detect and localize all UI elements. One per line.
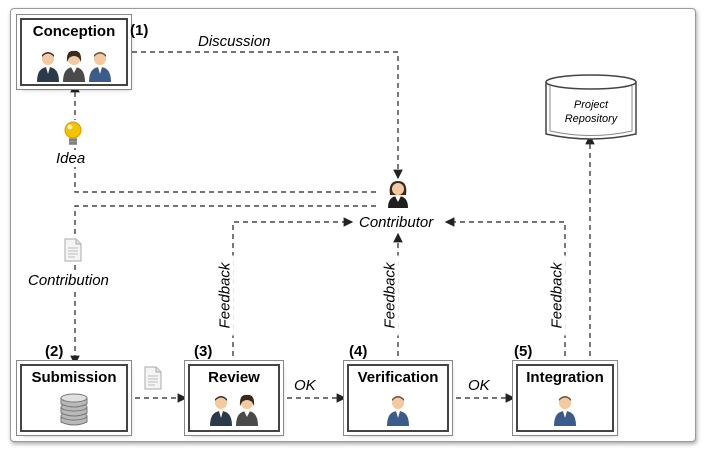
contributor-label: Contributor bbox=[357, 214, 436, 231]
repository-cylinder-icon bbox=[545, 74, 637, 140]
male-person-icon bbox=[387, 396, 409, 426]
feedback-integration-label: Feedback bbox=[548, 255, 566, 336]
male-person-icon bbox=[554, 396, 576, 426]
submission-title: Submission bbox=[31, 369, 117, 386]
repository-label: Project Repository bbox=[555, 98, 627, 126]
conception-node: Conception bbox=[20, 18, 128, 86]
feedback-verification-label: Feedback bbox=[381, 255, 399, 336]
review-number: (3) bbox=[194, 343, 213, 360]
ok-verification-integration-label: OK bbox=[468, 377, 490, 394]
conception-number: (1) bbox=[130, 22, 149, 39]
discussion-label: Discussion bbox=[198, 33, 271, 50]
conception-title: Conception bbox=[32, 23, 116, 40]
repository-line1: Project bbox=[573, 99, 609, 111]
people-group-icon bbox=[37, 50, 111, 82]
lightbulb-icon bbox=[63, 120, 83, 148]
submission-node: Submission bbox=[20, 364, 128, 432]
contribution-arrow bbox=[70, 205, 376, 366]
female-person-icon bbox=[386, 180, 410, 208]
review-title: Review bbox=[208, 369, 260, 386]
submission-number: (2) bbox=[45, 343, 64, 360]
feedback-integration-arrow bbox=[444, 217, 566, 365]
verification-title: Veriﬁcation bbox=[357, 369, 439, 386]
contribution-label: Contribution bbox=[28, 272, 109, 289]
review-node: Review bbox=[188, 364, 280, 432]
idea-arrow bbox=[70, 82, 376, 193]
verification-node: Veriﬁcation bbox=[347, 364, 449, 432]
integration-node: Integration bbox=[516, 364, 614, 432]
discussion-arrow bbox=[132, 51, 403, 180]
feedback-review-arrow bbox=[232, 217, 354, 365]
integration-title: Integration bbox=[526, 369, 604, 386]
verification-number: (4) bbox=[349, 343, 368, 360]
feedback-review-label: Feedback bbox=[216, 255, 234, 336]
people-group-icon bbox=[210, 394, 258, 426]
repository-line2: Repository bbox=[564, 113, 618, 125]
integration-number: (5) bbox=[514, 343, 533, 360]
document-icon bbox=[144, 366, 162, 390]
idea-label: Idea bbox=[56, 150, 86, 167]
database-icon bbox=[60, 393, 88, 426]
document-icon bbox=[64, 238, 82, 262]
ok-review-verification-label: OK bbox=[294, 377, 316, 394]
